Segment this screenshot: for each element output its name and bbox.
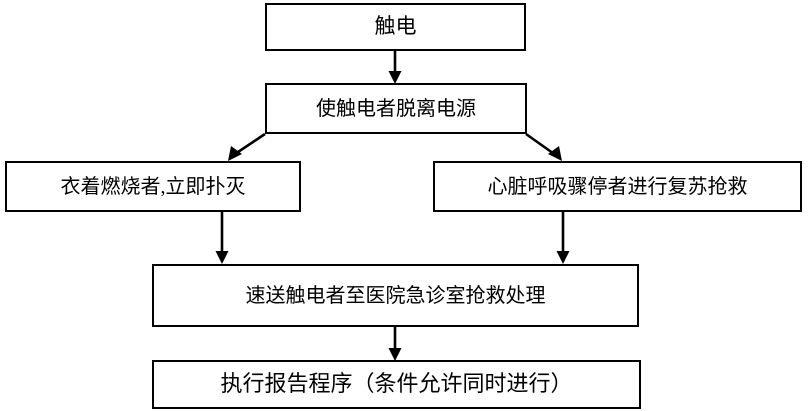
flowchart-node-report[interactable]: 执行报告程序（条件允许同时进行） bbox=[152, 360, 641, 409]
edge-hospital-to-report bbox=[388, 327, 402, 361]
flowchart-node-disconnect[interactable]: 使触电者脱离电源 bbox=[265, 83, 527, 134]
edge-cpr-to-hospital bbox=[556, 212, 570, 264]
flowchart-node-burning-label: 衣着燃烧者,立即扑灭 bbox=[60, 175, 246, 198]
edge-start-to-disconnect bbox=[388, 51, 402, 84]
flowchart-node-hospital[interactable]: 速送触电者至医院急诊室抢救处理 bbox=[152, 264, 639, 327]
flowchart-node-start-label: 触电 bbox=[374, 14, 417, 39]
flowchart-node-start[interactable]: 触电 bbox=[265, 3, 526, 51]
edge-burning-to-hospital bbox=[215, 212, 229, 264]
flowchart-node-report-label: 执行报告程序（条件允许同时进行） bbox=[220, 371, 573, 397]
flowchart-node-cpr[interactable]: 心脏呼吸骤停者进行复苏抢救 bbox=[433, 161, 802, 212]
flowchart-node-hospital-label: 速送触电者至医院急诊室抢救处理 bbox=[245, 284, 546, 307]
flowchart-node-disconnect-label: 使触电者脱离电源 bbox=[316, 97, 476, 120]
flowchart-node-cpr-label: 心脏呼吸骤停者进行复苏抢救 bbox=[487, 175, 748, 198]
edge-disconnect-to-burning bbox=[228, 132, 266, 161]
edge-disconnect-to-cpr bbox=[525, 132, 562, 161]
flowchart-node-burning[interactable]: 衣着燃烧者,立即扑灭 bbox=[5, 161, 301, 212]
